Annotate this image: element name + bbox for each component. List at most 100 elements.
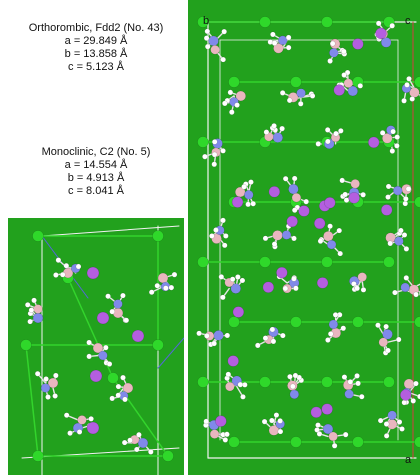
orthorhombic-lithium-atom (321, 403, 333, 415)
monoclinic-hydrogen-atom (75, 263, 82, 270)
orthorhombic-nitrogen-atom (329, 48, 339, 58)
orthorhombic-hydrogen-atom (325, 337, 331, 343)
orthorhombic-structure-image: b c a (188, 0, 420, 475)
monoclinic-metal-atom (32, 230, 44, 242)
orthorhombic-lithium-atom (276, 266, 288, 279)
orthorhombic-hydrogen-atom (410, 398, 417, 404)
orthorhombic-hydrogen-atom (297, 100, 304, 107)
orthorhombic-boron-atom (357, 272, 367, 282)
orthorhombic-metal-atom (228, 316, 240, 328)
orthorhombic-nitrogen-atom (382, 329, 393, 340)
orthorhombic-lithium-atom (313, 217, 326, 230)
orthorhombic-hydrogen-atom (342, 431, 349, 438)
orthorhombic-hydrogen-atom (204, 28, 211, 35)
orthorhombic-hydrogen-atom (385, 347, 391, 354)
orthorhombic-structure-render: b c a (188, 0, 420, 475)
orthorhombic-hydrogen-atom (390, 128, 396, 135)
orthorhombic-hydrogen-atom (220, 217, 226, 224)
monoclinic-boron-atom (77, 415, 87, 425)
monoclinic-hydrogen-atom (147, 449, 154, 455)
monoclinic-hydrogen-atom (168, 284, 175, 291)
monoclinic-hydrogen-atom (67, 430, 73, 436)
orthorhombic-hydrogen-atom (287, 373, 293, 380)
monoclinic-boron-atom (122, 382, 134, 394)
orthorhombic-hydrogen-atom (222, 437, 229, 443)
orthorhombic-nitrogen-atom (208, 35, 219, 47)
orthorhombic-hydrogen-atom (383, 323, 389, 330)
orthorhombic-hydrogen-atom (385, 183, 392, 190)
monoclinic-cell-edge (157, 337, 184, 369)
orthorhombic-hydrogen-atom (395, 336, 402, 343)
monoclinic-hydrogen-atom (28, 307, 35, 313)
monoclinic-hydrogen-atom (127, 437, 133, 444)
orthorhombic-hydrogen-atom (291, 207, 298, 214)
orthorhombic-hydrogen-atom (220, 56, 227, 63)
monoclinic-boron-atom (47, 377, 59, 389)
orthorhombic-hydrogen-atom (360, 191, 366, 198)
orthorhombic-nitrogen-atom (322, 423, 334, 435)
orthorhombic-hydrogen-atom (263, 129, 270, 135)
orthorhombic-boron-atom (209, 429, 220, 439)
monoclinic-metal-bond (25, 344, 39, 457)
orthorhombic-metal-atom (197, 136, 209, 148)
orthorhombic-metal-atom (290, 436, 302, 448)
monoclinic-hydrogen-atom (63, 262, 70, 269)
monoclinic-hydrogen-atom (115, 392, 122, 399)
orthorhombic-hydrogen-atom (286, 97, 293, 104)
orthorhombic-hydrogen-atom (316, 431, 323, 437)
orthorhombic-hydrogen-atom (303, 198, 310, 205)
orthorhombic-nitrogen-atom (380, 37, 392, 48)
orthorhombic-lithium-atom (316, 277, 329, 289)
orthorhombic-hydrogen-atom (273, 412, 280, 418)
orthorhombic-nitrogen-atom (326, 239, 337, 250)
monoclinic-hydrogen-atom (133, 446, 140, 453)
orthorhombic-hydrogen-atom (211, 138, 218, 145)
orthorhombic-hydrogen-atom (396, 419, 403, 425)
orthorhombic-hydrogen-atom (357, 82, 364, 89)
orthorhombic-hydrogen-atom (402, 200, 409, 207)
monoclinic-hydrogen-atom (120, 374, 126, 381)
monoclinic-hydrogen-atom (105, 293, 111, 300)
orthorhombic-boron-atom (350, 179, 360, 189)
orthorhombic-hydrogen-atom (404, 82, 410, 88)
orthorhombic-hydrogen-atom (354, 285, 360, 292)
orthorhombic-boron-atom (210, 44, 220, 55)
orthorhombic-hydrogen-atom (234, 102, 240, 108)
orthorhombic-hydrogen-atom (354, 373, 360, 379)
orthorhombic-hydrogen-atom (337, 250, 344, 257)
monoclinic-b: b = 4.913 Å (67, 172, 125, 184)
orthorhombic-hydrogen-atom (222, 233, 229, 239)
orthorhombic-atoms (196, 16, 420, 449)
orthorhombic-hydrogen-atom (387, 240, 394, 247)
orthorhombic-hydrogen-atom (270, 31, 276, 38)
orthorhombic-metal-atom (228, 436, 240, 448)
monoclinic-hydrogen-atom (45, 394, 51, 400)
orthorhombic-lithium-atom (310, 406, 323, 419)
orthorhombic-hydrogen-atom (291, 235, 297, 242)
orthorhombic-hydrogen-atom (211, 340, 218, 347)
orthorhombic-hydrogen-atom (327, 330, 334, 337)
orthorhombic-hydrogen-atom (285, 34, 292, 41)
orthorhombic-hydrogen-atom (293, 285, 299, 292)
monoclinic-nitrogen-atom (137, 437, 149, 449)
monoclinic-hydrogen-atom (121, 439, 128, 446)
orthorhombic-hydrogen-atom (280, 332, 286, 339)
orthorhombic-nitrogen-atom (244, 190, 254, 200)
orthorhombic-hydrogen-atom (228, 109, 235, 115)
orthorhombic-lithium-atom (400, 389, 412, 401)
orthorhombic-hydrogen-atom (204, 43, 211, 50)
orthorhombic-hydrogen-atom (289, 383, 296, 390)
orthorhombic-hydrogen-atom (225, 371, 232, 378)
orthorhombic-hydrogen-atom (340, 325, 347, 332)
monoclinic-nitrogen-atom (113, 299, 123, 309)
orthorhombic-hydrogen-atom (211, 161, 218, 168)
orthorhombic-hydrogen-atom (398, 227, 404, 234)
monoclinic-hydrogen-atom (53, 272, 59, 278)
orthorhombic-hydrogen-atom (239, 277, 246, 284)
orthorhombic-metal-atom (228, 76, 240, 88)
orthorhombic-hydrogen-atom (202, 153, 208, 160)
orthorhombic-hydrogen-atom (358, 393, 365, 400)
monoclinic-lithium-atom (86, 421, 100, 435)
monoclinic-hydrogen-atom (31, 297, 37, 304)
orthorhombic-boron-atom (291, 192, 302, 203)
